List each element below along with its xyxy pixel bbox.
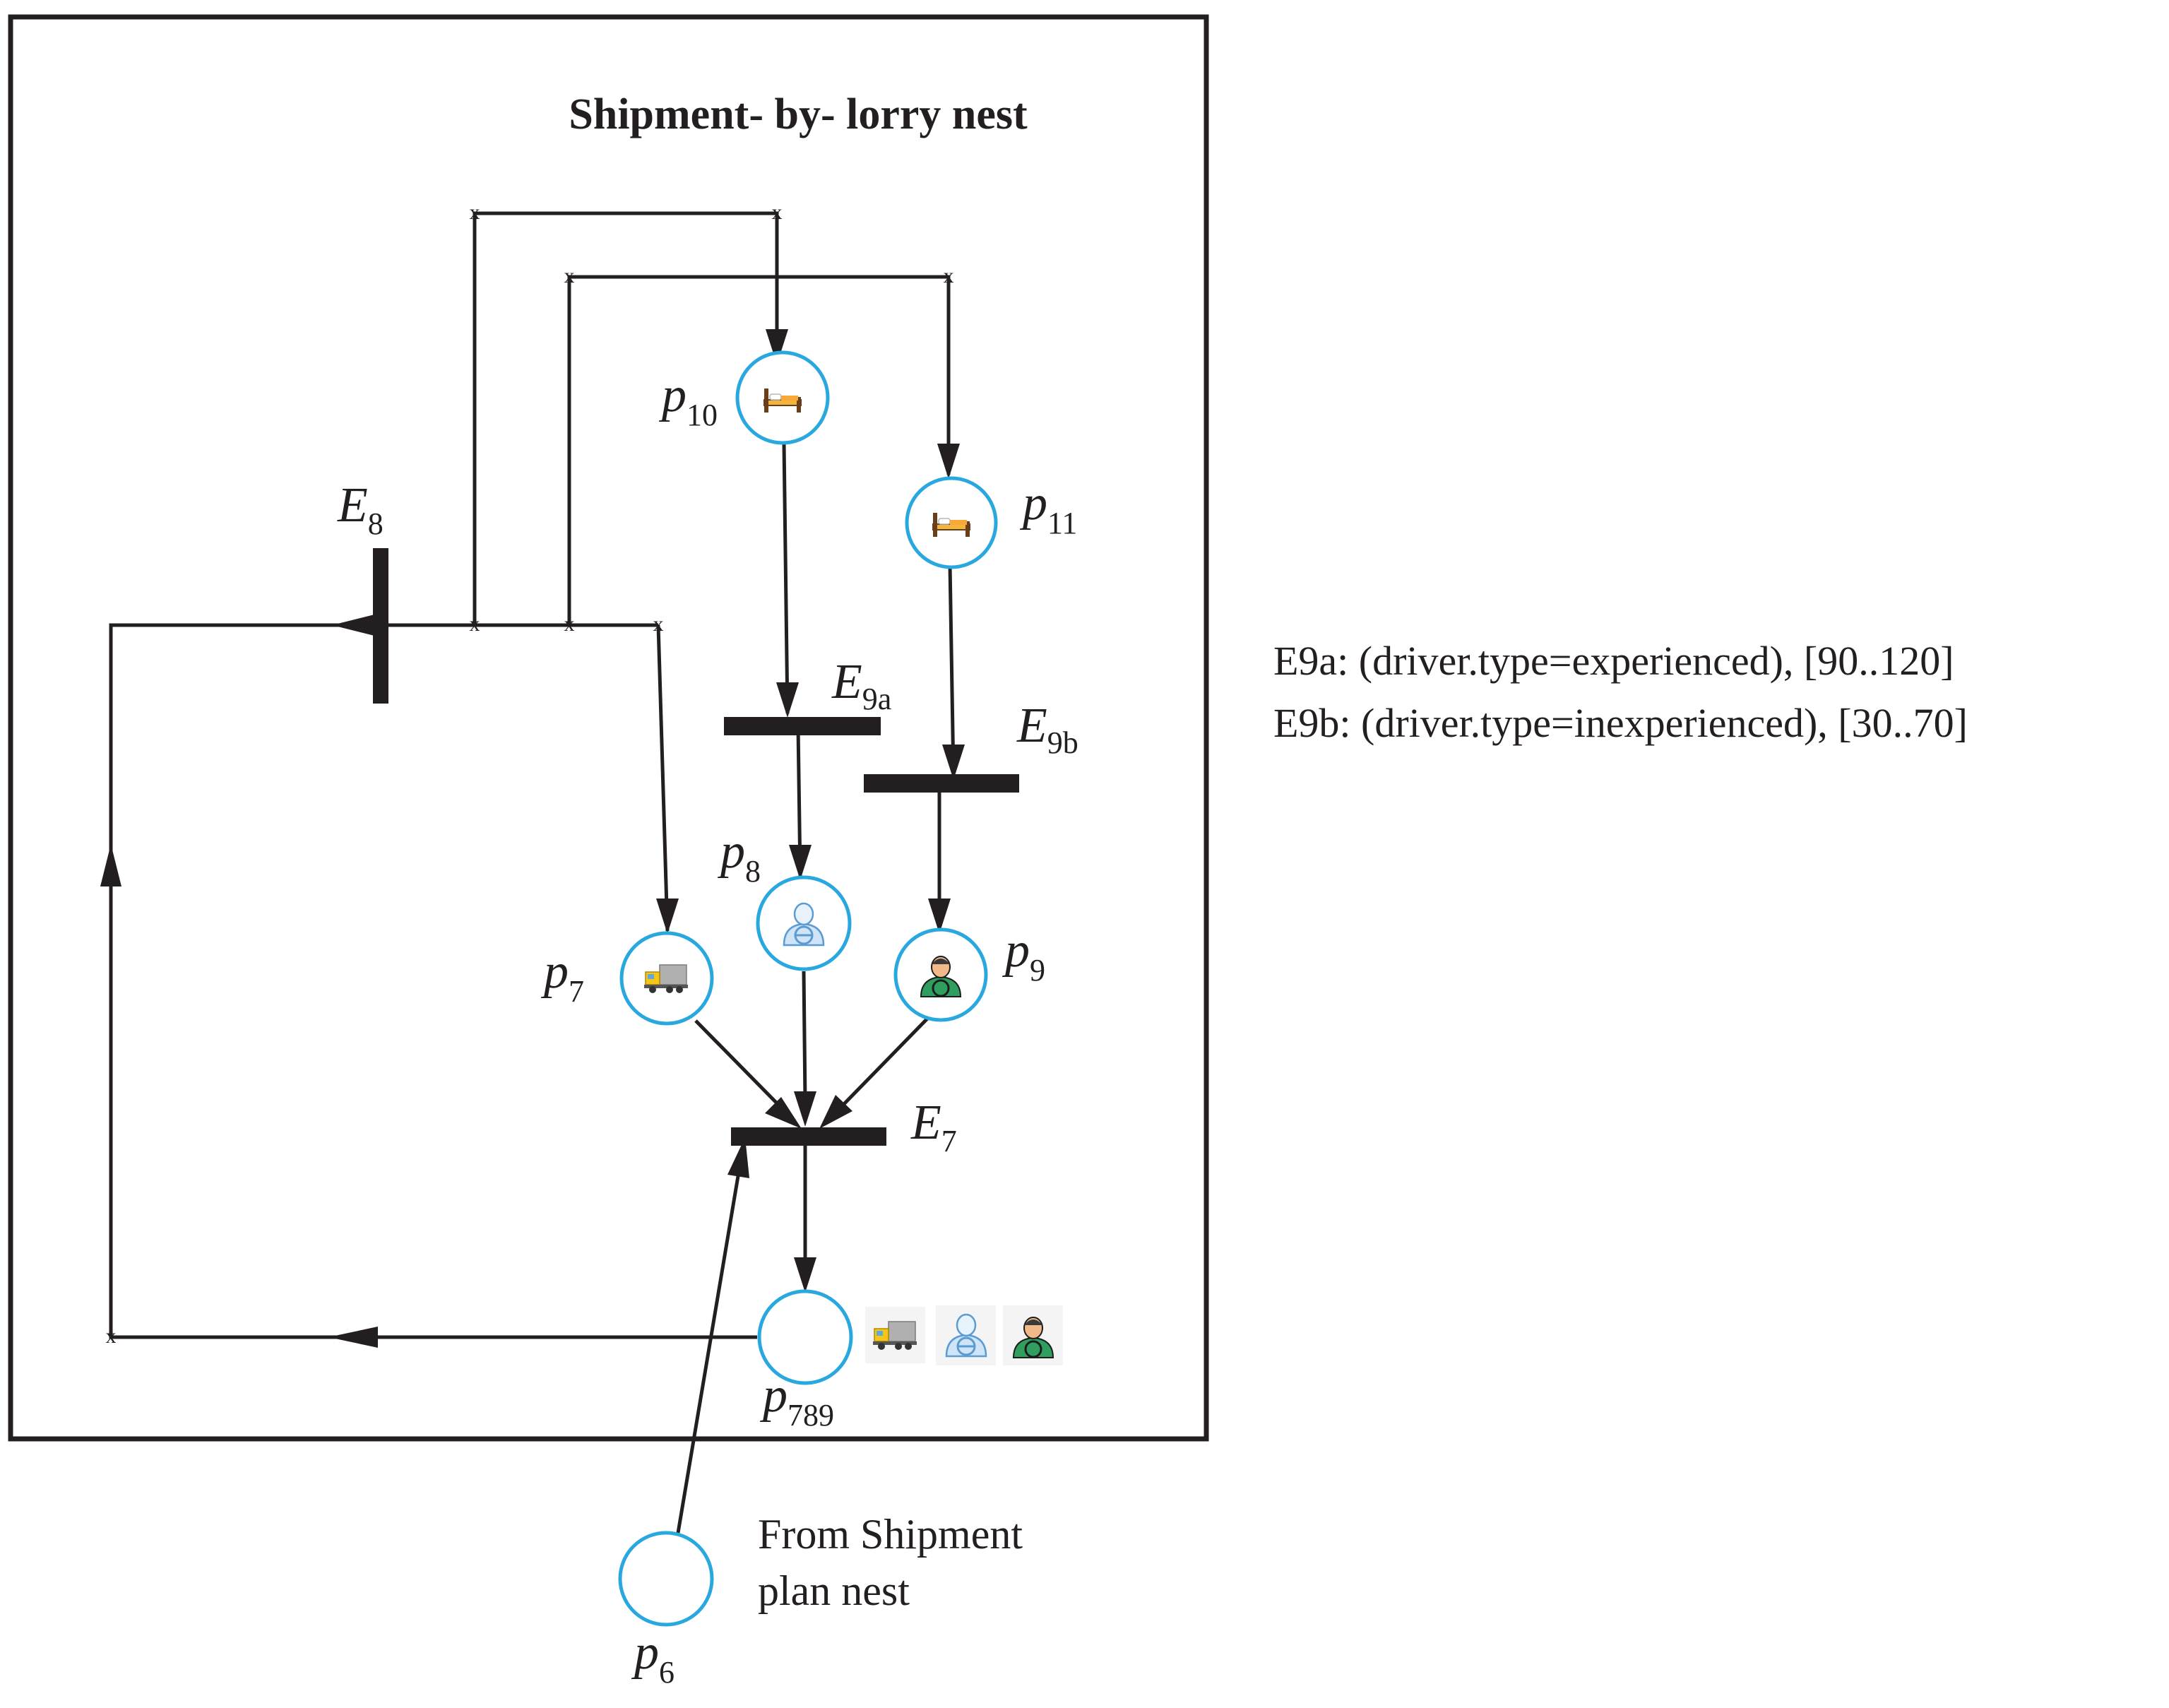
label-p8: p8	[717, 824, 761, 889]
arc-p11-to-E9b	[948, 564, 956, 776]
arc-p6-to-E7	[676, 1175, 740, 1534]
arcs	[100, 211, 965, 1534]
arc-markers: x x x x x x x x	[106, 201, 954, 1348]
arc-p8-to-E7	[802, 971, 807, 1103]
guard-E9b: E9b: (driver.type=inexperienced), [30..7…	[1273, 700, 1968, 746]
place-p6	[618, 1531, 714, 1627]
nest-frame	[8, 14, 1209, 1442]
label-E8: E8	[337, 478, 384, 541]
label-p7: p7	[540, 944, 584, 1009]
transition-E7-bar	[731, 1127, 886, 1146]
arc-E8-to-p7	[656, 624, 670, 932]
arrowhead-p9-into-E7	[819, 1095, 852, 1129]
arrowhead-p6-into-E7	[727, 1137, 749, 1178]
label-p10: p10	[658, 368, 718, 432]
place-p10	[735, 350, 830, 445]
arrowhead-into-E9b	[942, 745, 965, 780]
label-E9a: E9a	[831, 655, 891, 716]
transition-E8-bar	[373, 548, 388, 704]
place-p9	[893, 927, 988, 1022]
transition-E9b-bar	[864, 774, 1019, 793]
arrowhead-into-E8	[332, 615, 374, 636]
arc-marker: x	[944, 264, 954, 287]
p789-token-icons	[865, 1305, 1063, 1365]
arc-p789-to-E8	[109, 623, 757, 1339]
label-E9b: E9b	[1016, 699, 1078, 760]
arc-E8-to-p11	[567, 275, 951, 625]
arc-marker: x	[106, 1324, 117, 1348]
arc-marker: x	[772, 201, 783, 224]
arc-E8-to-p10	[473, 211, 779, 625]
arrowhead-into-p10	[766, 329, 788, 364]
arrowhead-loop-left	[328, 1327, 378, 1348]
arrowhead-p7-into-E7	[765, 1097, 802, 1129]
arc-marker: x	[653, 612, 664, 636]
arc-marker: x	[470, 201, 480, 224]
arrowhead-into-p7	[656, 899, 679, 934]
arrowhead-loop-up	[100, 844, 121, 886]
arc-p9-to-E7	[839, 1016, 930, 1109]
arc-marker: x	[564, 264, 575, 287]
arc-marker: x	[564, 612, 575, 636]
label-p6: p6	[631, 1625, 675, 1690]
arc-marker: x	[470, 612, 480, 636]
place-p8	[756, 875, 852, 971]
arrowhead-p8-into-E7	[794, 1091, 816, 1127]
arc-p10-to-E9a	[782, 443, 790, 714]
arrowhead-into-p9	[928, 899, 951, 934]
from-note-line2: plan nest	[758, 1567, 910, 1614]
label-p789: p789	[759, 1368, 834, 1433]
from-note-line1: From Shipment	[758, 1511, 1023, 1558]
arrowhead-into-E9a	[776, 682, 799, 718]
nest-title: Shipment- by- lorry nest	[569, 90, 1028, 138]
guard-E9a: E9a: (driver.type=experienced), [90..120…	[1273, 638, 1954, 684]
place-p7	[619, 931, 714, 1026]
transition-E9a-bar	[724, 717, 881, 735]
place-p11	[905, 476, 998, 569]
arc-p7-to-E7	[694, 1019, 785, 1112]
label-p9: p9	[1002, 923, 1045, 988]
label-E7: E7	[910, 1096, 957, 1158]
arrowhead-into-p8	[789, 845, 812, 880]
place-p789	[757, 1289, 853, 1385]
label-p11: p11	[1019, 476, 1077, 540]
arrowhead-into-p11	[937, 444, 960, 479]
arrowhead-into-p789	[794, 1257, 816, 1293]
